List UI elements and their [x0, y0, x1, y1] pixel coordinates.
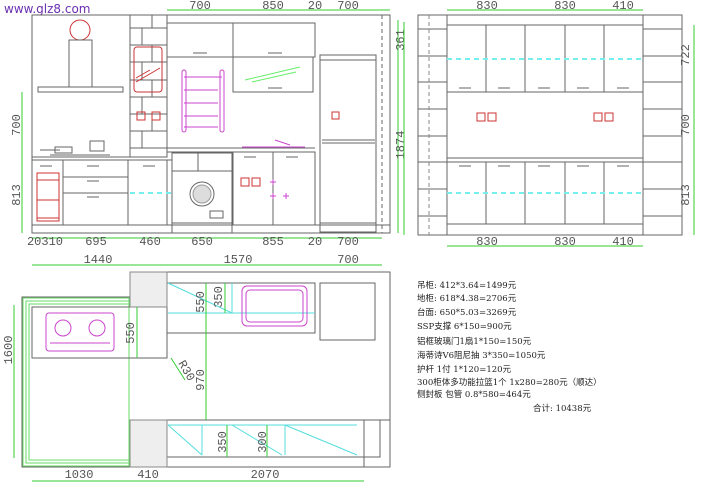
- dimension-label: 700: [337, 0, 359, 13]
- dimension-label: 1600: [2, 336, 16, 365]
- socket-icon: [151, 111, 161, 121]
- range-hood-icon: [37, 19, 124, 93]
- dimension-label: 700: [337, 253, 359, 267]
- dimension-label: 550: [194, 291, 208, 313]
- dimension-label: 700: [10, 114, 24, 136]
- upper-cabinet: [232, 22, 316, 58]
- floor-plan: 1600 550 550 350 R30 970 350 300 1030 41…: [2, 271, 391, 482]
- dimension-label: 1030: [65, 468, 94, 482]
- dimension-label: 350: [212, 286, 226, 308]
- socket-icon: [604, 112, 614, 122]
- dimension-label: 700: [679, 114, 693, 136]
- sink-icon: [241, 285, 308, 327]
- dimension-label: 700: [189, 0, 211, 13]
- dimension-label: 361: [394, 29, 408, 51]
- socket-icon: [593, 112, 603, 122]
- price-total: 合计: 10438元: [533, 404, 592, 414]
- washing-machine-icon: [171, 152, 233, 234]
- dimension-label: 830: [476, 235, 498, 249]
- pull-out-basket-icon: [36, 172, 60, 222]
- socket-icon: [487, 112, 497, 122]
- dimension-label: 830: [554, 0, 576, 13]
- price-item: 海蒂诗V6阻尼抽 3*350=1050元: [417, 351, 546, 361]
- front-elevation: 700 850 20 700 700 813 361 1874 20310 69…: [10, 0, 408, 267]
- dimension-label: 410: [137, 468, 159, 482]
- dimension-label: 700: [337, 235, 359, 249]
- water-heater-icon: [133, 46, 163, 93]
- price-item: 300柜体多功能拉篮1个 1x280=280元（顺达）: [417, 378, 602, 388]
- dimension-label: 1440: [84, 253, 113, 267]
- towel-rack-icon: [181, 69, 225, 133]
- dimension-label: 1570: [224, 253, 253, 267]
- watermark: www.glz8.com: [4, 2, 90, 16]
- socket-icon: [251, 177, 261, 187]
- price-item: 侧封板 包管 0.8*580=464元: [417, 390, 531, 400]
- refrigerator-icon: [319, 54, 377, 233]
- dimension-label: 830: [476, 0, 498, 13]
- dimension-label: 970: [194, 369, 208, 391]
- dimension-label: 350: [216, 431, 230, 453]
- glass-cabinet: [232, 56, 314, 93]
- dimension-label: 722: [679, 44, 693, 66]
- dimension-label: 460: [139, 235, 161, 249]
- dimension-label: 410: [612, 235, 634, 249]
- price-item: 地柜: 618*4.38=2706元: [417, 294, 517, 304]
- dimension-label: 20310: [27, 235, 63, 249]
- upper-cabinet: [166, 22, 234, 58]
- dimension-label: 300: [256, 431, 270, 453]
- dimension-label: 550: [124, 322, 138, 344]
- dimension-label: 2070: [251, 468, 280, 482]
- dimension-label: 855: [262, 235, 284, 249]
- gas-stove-icon: [45, 312, 115, 352]
- brick-column: [129, 14, 168, 158]
- price-item: 台面: 650*5.03=3269元: [417, 308, 517, 318]
- price-item: SSP支撑 6*150=900元: [417, 322, 512, 332]
- dimension-label: 20: [308, 235, 322, 249]
- sink-faucet-icon: [242, 139, 305, 148]
- socket-icon: [476, 112, 486, 122]
- dimension-label: 695: [85, 235, 107, 249]
- dimension-label: 1874: [394, 131, 408, 160]
- dimension-label: 410: [612, 0, 634, 13]
- dimension-label: 20: [308, 0, 322, 13]
- socket-icon: [240, 177, 250, 187]
- dimension-label: 813: [679, 184, 693, 206]
- socket-icon: [331, 111, 340, 120]
- price-item: 吊柜: 412*3.64=1499元: [417, 281, 517, 291]
- side-elevation: 830 830 410 830 830 410 722 700 813: [403, 0, 695, 249]
- dimension-label: 650: [191, 235, 213, 249]
- dimension-label: 813: [10, 184, 24, 206]
- dimension-label: 850: [262, 0, 284, 13]
- price-item: 护杆 1付 1*120=120元: [417, 365, 512, 375]
- price-item: 铝框玻璃门1扇1*150=150元: [417, 337, 532, 347]
- socket-icon: [136, 111, 146, 121]
- cooktop-icon: [40, 140, 110, 156]
- dimension-label: 830: [554, 235, 576, 249]
